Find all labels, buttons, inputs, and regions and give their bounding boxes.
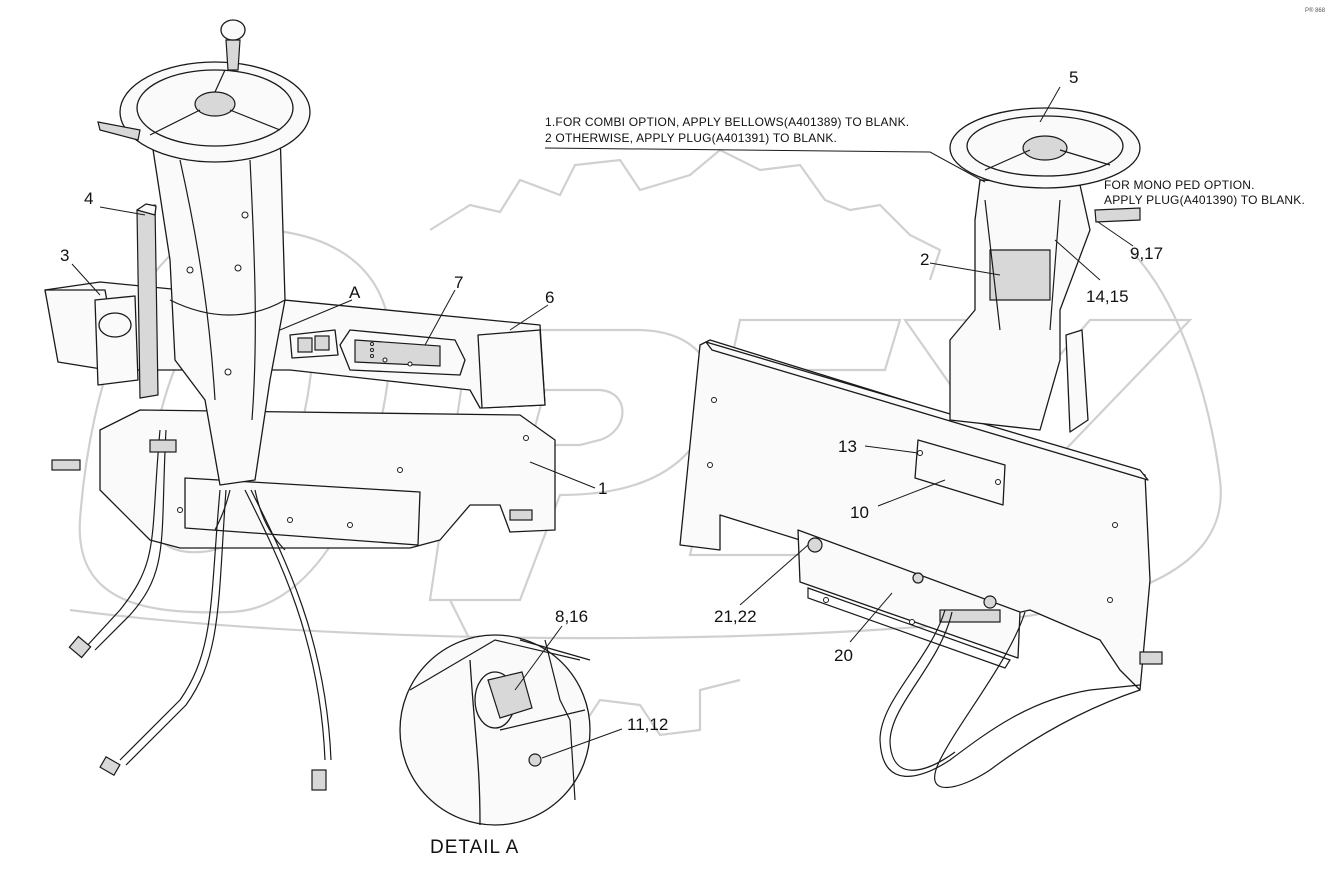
plug-8-16 [487,671,533,719]
note-line-1: 1.FOR COMBI OPTION, APPLY BELLOWS(A40138… [545,115,909,129]
callout-a: A [349,283,361,302]
corner-mark: P® 868 [1305,7,1326,14]
callout-5: 5 [1069,68,1078,87]
reservoir-3 [94,295,139,386]
steering-column [149,129,286,486]
mono-note-line-2: APPLY PLUG(A401390) TO BLANK. [1104,193,1305,207]
leader-lines [71,86,1134,759]
hose-right-1 [879,609,1141,777]
right-assembly [679,107,1163,789]
callout-20: 20 [834,646,853,665]
callout-8-16: 8,16 [555,607,588,626]
left-assembly [44,19,556,791]
hose-3 [244,489,326,761]
steering-wheel-right [949,107,1141,189]
right-top-rail [705,341,1149,481]
option-notes: 1.FOR COMBI OPTION, APPLY BELLOWS(A40138… [545,115,1305,207]
steering-wheel-left [97,19,311,163]
callout-3: 3 [60,246,69,265]
callout-11-12: 11,12 [627,715,668,734]
hose-2 [119,489,221,761]
cover-plate-10 [914,439,1006,506]
column-2 [949,179,1091,431]
hose-right-2 [934,611,1141,789]
callout-14-15: 14,15 [1086,287,1129,306]
right-panel [679,339,1151,691]
switch-block [289,329,339,359]
callout-13: 13 [838,437,857,456]
lower-bracket [184,477,421,546]
lever-4 [136,204,159,399]
callout-21-22: 21,22 [714,607,757,626]
callout-7: 7 [454,273,463,292]
callout-labels: 1 2 3 4 5 6 7 A 8,16 9,17 10 11,12 13 14… [60,68,1163,734]
callout-9-17: 9,17 [1130,244,1163,263]
note-line-2: 2 OTHERWISE, APPLY PLUG(A401391) TO BLAN… [545,131,837,145]
callout-4: 4 [84,189,93,208]
callout-6: 6 [545,288,554,307]
callout-1: 1 [598,479,607,498]
detail-a-title: DETAIL A [430,837,519,858]
callout-10: 10 [850,503,869,522]
bracket-20 [797,529,1021,659]
mono-note-line-1: FOR MONO PED OPTION. [1104,178,1255,192]
hose-1 [84,429,161,649]
callout-2: 2 [920,250,929,269]
detail-a-view [399,634,591,826]
